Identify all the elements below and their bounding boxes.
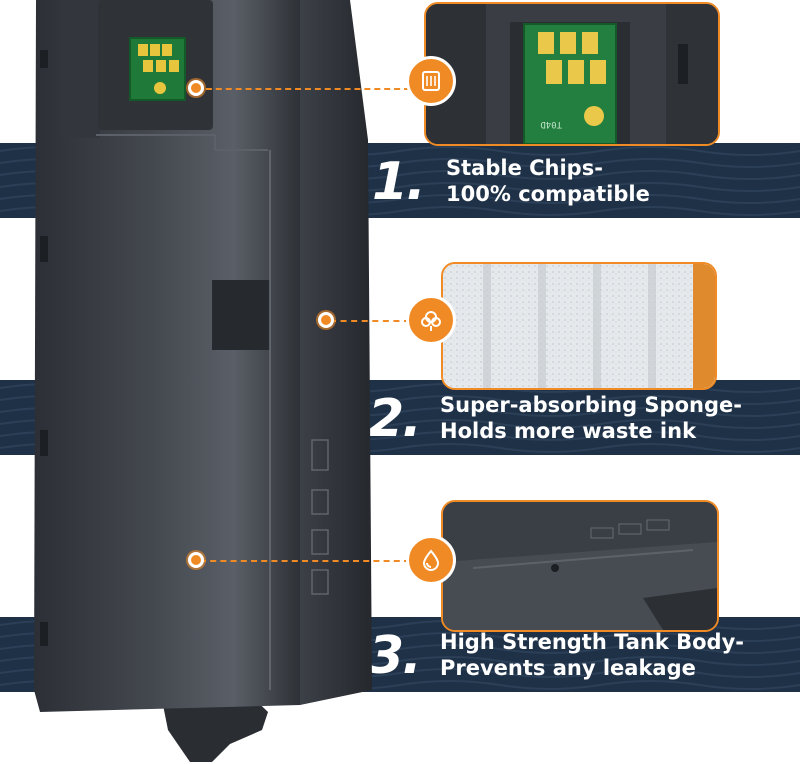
- feature-subtitle: 100% compatible: [446, 182, 650, 206]
- feature-subtitle: Holds more waste ink: [440, 419, 697, 443]
- feature-number: 3.: [368, 626, 422, 686]
- callout-pin: [188, 80, 204, 96]
- tank-body-closeup-photo: [441, 500, 719, 632]
- feature-title: Super-absorbing Sponge-: [440, 393, 742, 417]
- chip-icon: [406, 56, 456, 106]
- feature-number: 1.: [372, 152, 426, 212]
- leader-line: [200, 560, 410, 562]
- chip-code: T04D: [540, 119, 562, 129]
- sponge-closeup-photo: [441, 262, 717, 390]
- feature-number: 2.: [368, 389, 422, 449]
- callout-pin: [318, 312, 334, 328]
- leader-line: [330, 320, 410, 322]
- feature-subtitle: Prevents any leakage: [440, 656, 696, 680]
- maintenance-box-cartridge: [34, 0, 372, 762]
- cotton-icon: [406, 295, 456, 345]
- water-drop-icon: [406, 535, 456, 585]
- callout-pin: [188, 552, 204, 568]
- feature-title: Stable Chips-: [446, 156, 603, 180]
- chip-closeup-photo: T04D: [424, 2, 720, 146]
- leader-line: [196, 88, 410, 90]
- feature-title: High Strength Tank Body-: [440, 630, 744, 654]
